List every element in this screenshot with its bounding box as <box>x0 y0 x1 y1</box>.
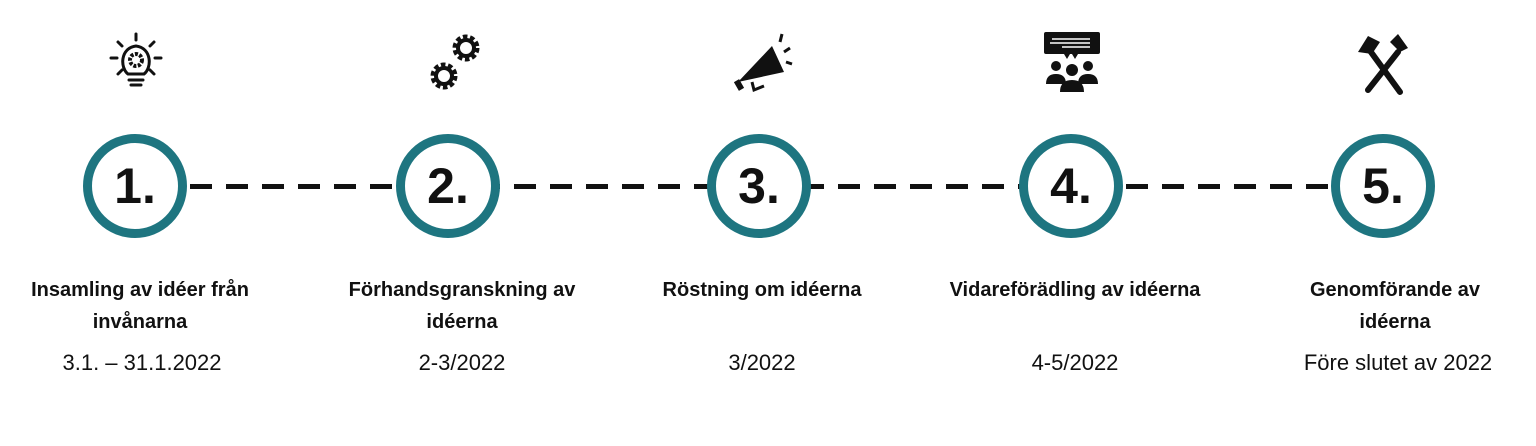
step-5-date: Före slutet av 2022 <box>1303 350 1493 375</box>
step-4-title: Vidareförädling av idéerna <box>949 279 1201 301</box>
step-5-title: Genomförande av idéerna <box>1309 279 1481 333</box>
step-2-circle: 2. <box>396 134 500 238</box>
hammer-pick-icon <box>1358 34 1408 95</box>
megaphone-icon <box>734 33 793 93</box>
step-4-circle: 4. <box>1019 134 1123 238</box>
step-1-date: 3.1. – 31.1.2022 <box>62 350 222 375</box>
step-2-title: Förhandsgranskning av idéerna <box>348 279 576 333</box>
step-1-circle: 1. <box>83 134 187 238</box>
step-3-circle: 3. <box>707 134 811 238</box>
step-4-date: 4-5/2022 <box>1031 350 1119 375</box>
step-3-date: 3/2022 <box>728 350 796 375</box>
step-1-title: Insamling av idéer från invånarna <box>31 279 249 333</box>
lightbulb-icon <box>109 32 163 87</box>
step-3-title: Röstning om idéerna <box>662 279 862 301</box>
step-2-date: 2-3/2022 <box>418 350 506 375</box>
step-5-circle: 5. <box>1331 134 1435 238</box>
gears-icon <box>430 34 480 90</box>
group-discussion-icon <box>1044 32 1100 92</box>
